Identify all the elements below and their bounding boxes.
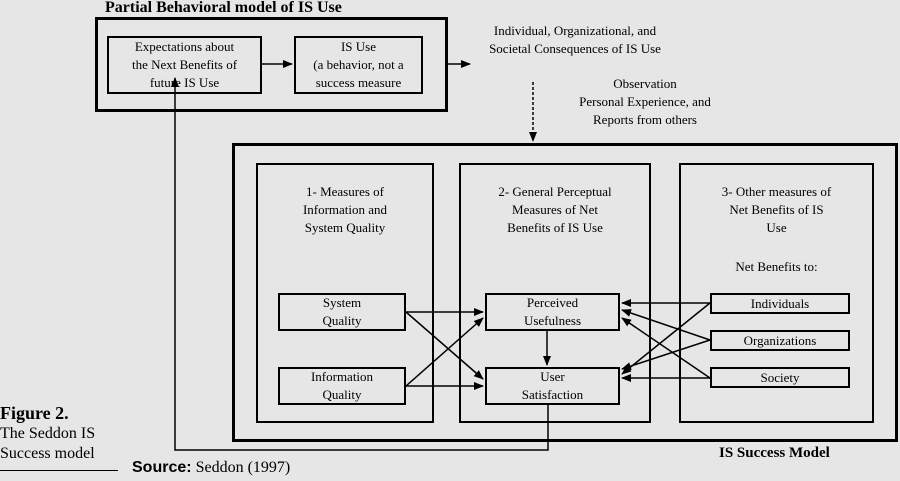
behavioral-model-frame <box>95 17 448 112</box>
panel-other-measures <box>679 163 874 423</box>
organizations-box: Organizations <box>710 330 850 351</box>
source-text: Seddon (1997) <box>195 459 291 476</box>
arrow-sq-to-us <box>405 311 484 380</box>
source-line: Source: Seddon (1997) <box>132 458 290 478</box>
arrow-org-to-pu <box>621 309 711 341</box>
success-model-frame <box>232 143 898 442</box>
figure-caption-text: The Seddon IS Success model <box>0 425 96 462</box>
individuals-box: Individuals <box>710 293 850 314</box>
panel-perceptual-measures <box>459 163 651 423</box>
panel-quality-measures <box>256 163 434 423</box>
observation-text: Observation Personal Experience, and Rep… <box>579 76 711 127</box>
system-quality-box: System Quality <box>278 293 406 331</box>
is-use-box: IS Use (a behavior, not a success measur… <box>294 36 423 94</box>
information-quality-box: Information Quality <box>278 367 406 405</box>
arrow-iq-to-pu <box>405 317 484 387</box>
consequences-text: Individual, Organizational, and Societal… <box>489 23 661 56</box>
figure-label: Figure 2. <box>0 403 69 423</box>
source-label: Source: <box>132 459 192 476</box>
feedback-arrow <box>171 77 549 451</box>
arrow-ind-to-us <box>621 302 711 375</box>
net-benefits-label: Net Benefits to: <box>735 259 818 274</box>
arrow-org-to-us <box>621 339 711 370</box>
society-box: Society <box>710 367 850 388</box>
success-model-title: IS Success Model <box>719 445 830 461</box>
perceived-usefulness-box: Perceived Usefulness <box>485 293 620 331</box>
behavioral-model-title: Partial Behavioral model of IS Use <box>105 0 342 16</box>
arrow-soc-to-pu <box>621 317 711 379</box>
caption-underline <box>0 470 118 471</box>
panel2-heading: 2- General Perceptual Measures of Net Be… <box>498 184 612 235</box>
user-satisfaction-box: User Satisfaction <box>485 367 620 405</box>
panel1-heading: 1- Measures of Information and System Qu… <box>302 184 388 235</box>
panel3-heading: 3- Other measures of Net Benefits of IS … <box>721 184 832 235</box>
